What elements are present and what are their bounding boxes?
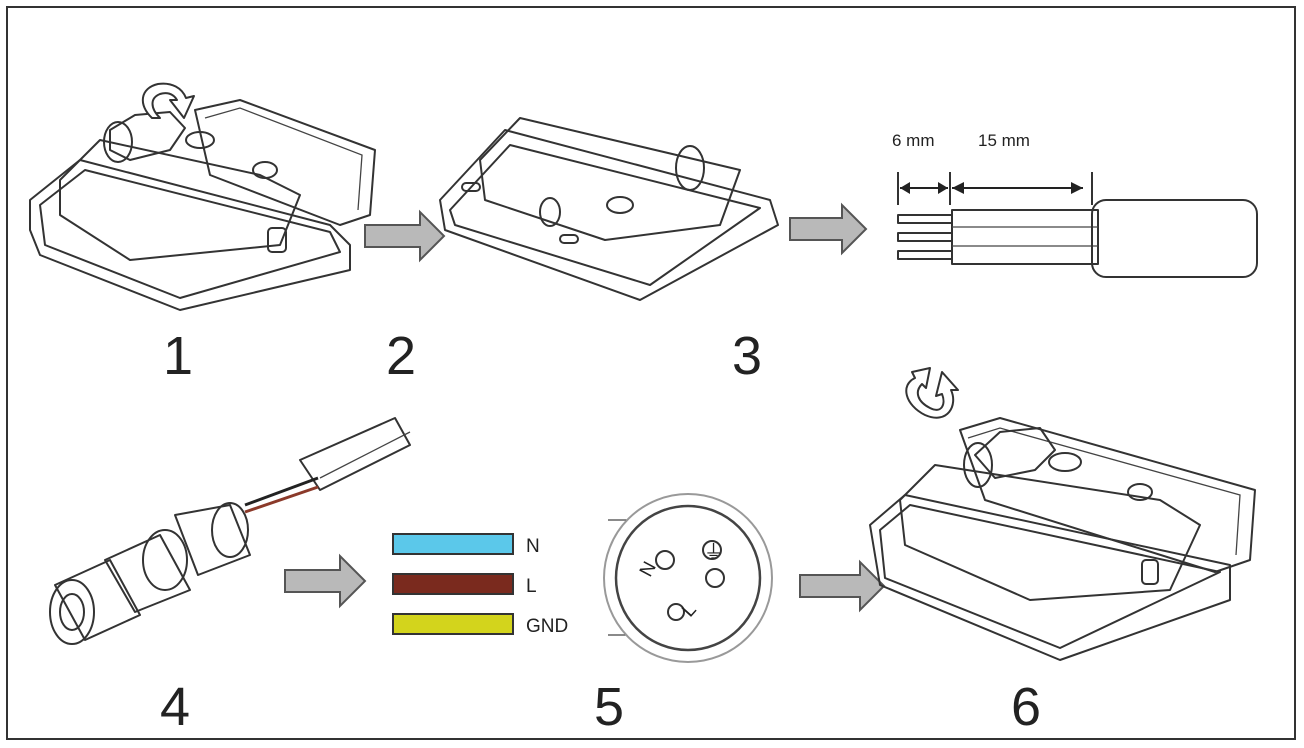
strip-length-inner: 6 mm — [892, 131, 935, 150]
step-number-2: 2 — [386, 326, 416, 386]
terminal-connector — [604, 494, 772, 662]
step-arrow-5-6 — [800, 562, 884, 610]
wire-gnd-label: GND — [526, 616, 568, 637]
step-number-5: 5 — [594, 677, 624, 737]
step-arrow-4-5 — [285, 556, 365, 606]
wire-n-label: N — [526, 536, 540, 557]
strip-length-outer: 15 mm — [978, 131, 1030, 150]
step-number-1: 1 — [163, 326, 193, 386]
wire-legend: N L GND — [393, 534, 568, 637]
step-arrow-1-2 — [365, 212, 444, 260]
floodlight-step-6 — [870, 418, 1255, 660]
terminal-ground-symbol: ⏚ — [704, 542, 723, 563]
step-number-3: 3 — [732, 326, 762, 386]
floodlight-step-2 — [440, 118, 778, 300]
step-number-6: 6 — [1011, 677, 1041, 737]
cable-gland-drawing — [50, 418, 410, 644]
cable-strip-drawing — [898, 172, 1257, 277]
step-arrow-2-3 — [790, 205, 866, 253]
wire-n-swatch — [393, 534, 513, 554]
floodlight-step-1 — [30, 100, 375, 310]
wire-l-label: L — [526, 576, 537, 597]
wire-gnd-swatch — [393, 614, 513, 634]
wire-l-swatch — [393, 574, 513, 594]
step-number-4: 4 — [160, 677, 190, 737]
rotate-clockwise-icon — [906, 368, 958, 418]
